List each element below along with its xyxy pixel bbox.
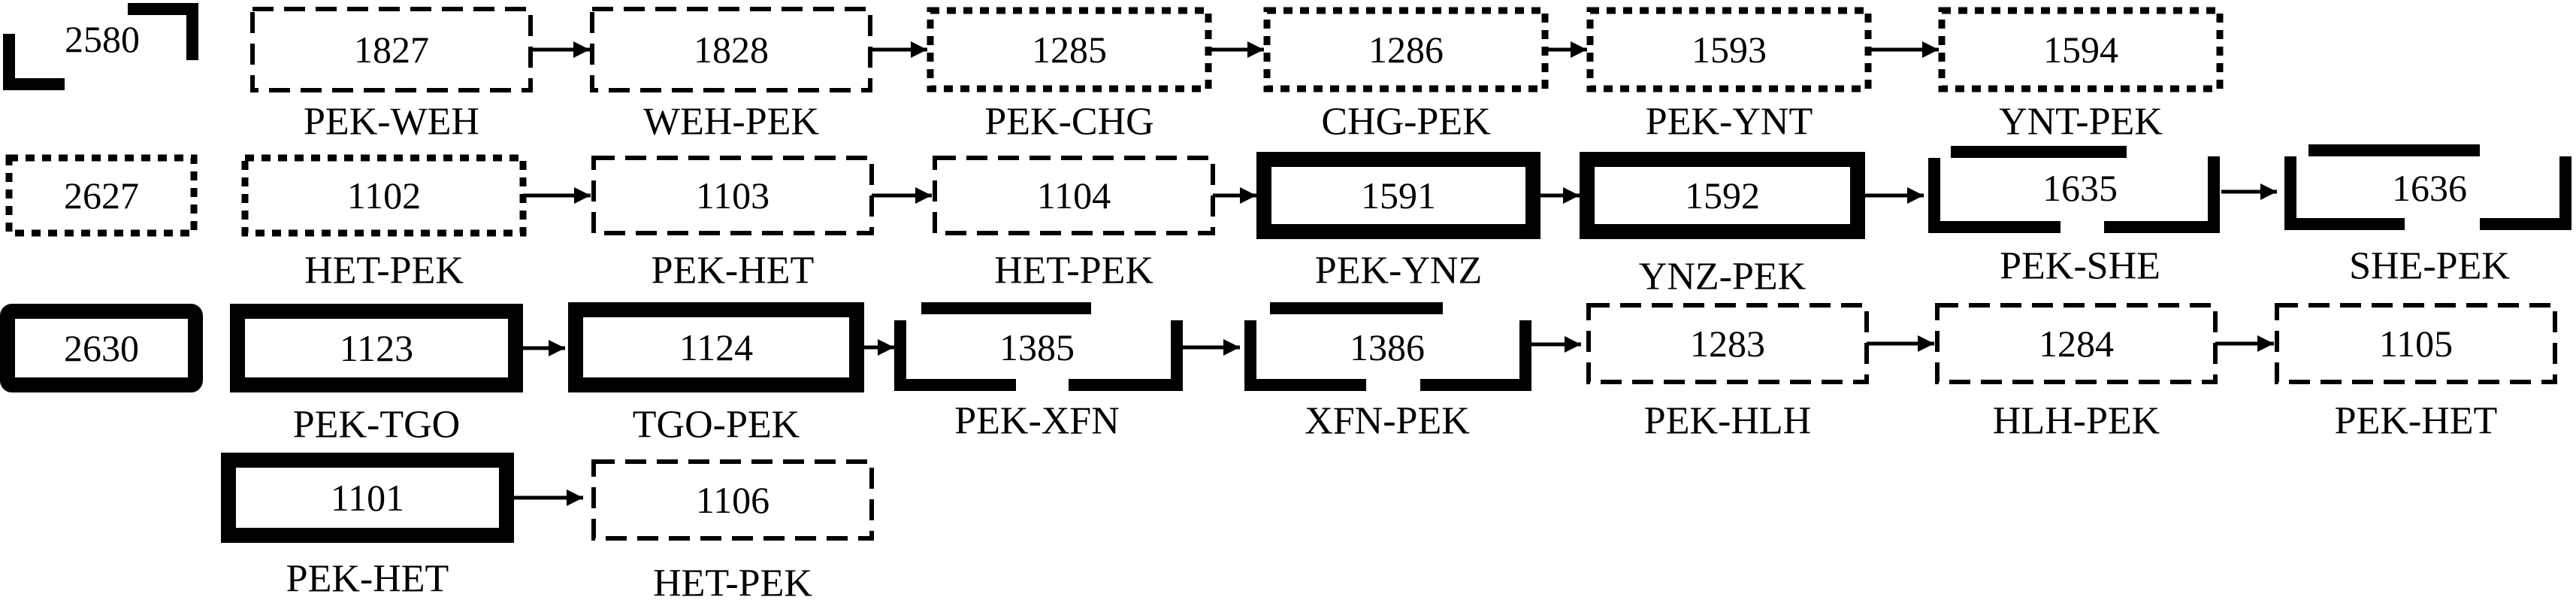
corner-bracket-bottom-right bbox=[1069, 320, 1183, 391]
corner-bracket-bottom-left bbox=[894, 320, 1016, 391]
flight-number: 1101 bbox=[331, 477, 404, 519]
flight-node: 1123 PEK-TGO bbox=[230, 304, 523, 447]
aircraft-row-2580: 2580 1827 PEK-WEH 1828 WEH-PEK 1285 PEK-… bbox=[3, 3, 2224, 144]
flight-route: PEK-YNT bbox=[1646, 101, 1813, 144]
corner-bracket-bottom-right bbox=[2104, 156, 2220, 233]
flight-box-dotted bbox=[1938, 7, 2224, 92]
flight-number: 1593 bbox=[1692, 29, 1767, 71]
flight-node: 1386 XFN-PEK bbox=[1244, 302, 1531, 443]
flight-route: PEK-WEH bbox=[304, 101, 479, 144]
flight-box-bold bbox=[230, 304, 523, 392]
flight-route: PEK-HLH bbox=[1644, 400, 1811, 443]
corner-bracket-bottom-left bbox=[1928, 158, 2060, 233]
aircraft-row-2627: 2627 1102 HET-PEK 1103 PEK-HET 1104 HET-… bbox=[5, 144, 2571, 298]
flight-node: 1103 PEK-HET bbox=[591, 156, 874, 292]
flight-route: HET-PEK bbox=[653, 562, 812, 603]
flight-route: HET-PEK bbox=[994, 250, 1153, 292]
corner-bracket-top-right bbox=[128, 3, 198, 60]
aircraft-node: 2630 bbox=[0, 304, 203, 392]
flight-route: PEK-XFN bbox=[954, 400, 1120, 443]
flight-number: 1123 bbox=[340, 327, 413, 369]
flight-node: 1102 HET-PEK bbox=[241, 154, 527, 292]
flight-number: 1594 bbox=[2043, 29, 2118, 71]
flight-route: YNT-PEK bbox=[1999, 101, 2163, 144]
flight-node: 1635 PEK-SHE bbox=[1928, 146, 2220, 288]
flight-route: PEK-HET bbox=[2335, 400, 2498, 443]
flight-number: 1828 bbox=[694, 29, 769, 71]
flight-box-bold bbox=[1256, 152, 1540, 239]
corner-bracket-bottom-right bbox=[1420, 320, 1531, 391]
flight-number: 1285 bbox=[1032, 29, 1107, 71]
flight-node: 1636 SHE-PEK bbox=[2284, 144, 2571, 288]
flight-route: CHG-PEK bbox=[1321, 101, 1491, 144]
aircraft-row-continuation: 1101 PEK-HET 1106 HET-PEK bbox=[221, 453, 874, 603]
aircraft-node: 2580 bbox=[3, 3, 198, 90]
aircraft-id: 2627 bbox=[64, 174, 139, 217]
aircraft-id: 2580 bbox=[65, 18, 140, 60]
flight-number: 1636 bbox=[2392, 167, 2467, 209]
flight-node: 1285 PEK-CHG bbox=[927, 7, 1212, 144]
flight-box-bold bbox=[568, 302, 864, 392]
flight-route: PEK-CHG bbox=[984, 101, 1153, 144]
flight-number: 1284 bbox=[2039, 323, 2114, 365]
flight-number: 1827 bbox=[354, 29, 429, 71]
corner-bracket-bottom-left bbox=[3, 34, 65, 90]
flight-box-bold bbox=[1580, 152, 1865, 239]
aircraft-box-dotted bbox=[5, 154, 198, 237]
flight-node: 1284 HLH-PEK bbox=[1935, 303, 2218, 443]
flight-node: 1104 HET-PEK bbox=[933, 156, 1215, 292]
flight-route: PEK-HET bbox=[286, 558, 449, 601]
aircraft-row-2630: 2630 1123 PEK-TGO 1124 TGO-PEK 1385 PEK-… bbox=[0, 302, 2557, 447]
flight-number: 1106 bbox=[696, 479, 769, 521]
flight-number: 1105 bbox=[2379, 323, 2453, 365]
flight-route: SHE-PEK bbox=[2349, 245, 2510, 288]
aircraft-node: 2627 bbox=[5, 154, 198, 237]
flight-route: HLH-PEK bbox=[1993, 400, 2160, 443]
flight-node: 1124 TGO-PEK bbox=[568, 302, 864, 447]
flight-route: TGO-PEK bbox=[633, 404, 800, 447]
flight-route: PEK-SHE bbox=[2000, 245, 2160, 288]
flight-number: 1103 bbox=[696, 174, 769, 217]
flight-number: 1286 bbox=[1368, 29, 1444, 71]
flight-route: XFN-PEK bbox=[1305, 400, 1470, 443]
flight-node: 1827 PEK-WEH bbox=[250, 7, 533, 144]
flight-route: PEK-YNZ bbox=[1315, 250, 1482, 292]
flight-number: 1385 bbox=[999, 326, 1075, 368]
flight-box-dashed bbox=[591, 459, 874, 541]
flight-number: 1386 bbox=[1350, 326, 1425, 368]
flight-route: PEK-HET bbox=[652, 250, 815, 292]
flight-route: WEH-PEK bbox=[643, 101, 819, 144]
flight-node: 1106 HET-PEK bbox=[591, 459, 874, 603]
flight-node: 1828 WEH-PEK bbox=[590, 7, 872, 144]
flight-number: 1102 bbox=[347, 174, 421, 217]
flight-node: 1591 PEK-YNZ bbox=[1256, 152, 1540, 292]
flight-node: 1594 YNT-PEK bbox=[1938, 7, 2224, 144]
flight-number: 1591 bbox=[1361, 174, 1436, 217]
aircraft-id: 2630 bbox=[64, 327, 139, 369]
flight-node: 1286 CHG-PEK bbox=[1263, 7, 1549, 144]
flight-number: 1104 bbox=[1037, 174, 1111, 217]
flight-node: 1593 PEK-YNT bbox=[1586, 7, 1872, 144]
flight-box-dashed bbox=[2275, 303, 2557, 384]
corner-bracket-bottom-left bbox=[1244, 320, 1366, 391]
flight-node: 1592 YNZ-PEK bbox=[1580, 152, 1865, 298]
corner-bracket-bottom-right bbox=[2480, 156, 2571, 230]
flight-route: HET-PEK bbox=[304, 250, 464, 292]
flight-node: 1105 PEK-HET bbox=[2275, 303, 2557, 443]
flight-node: 1101 PEK-HET bbox=[221, 453, 514, 601]
flight-number: 1124 bbox=[679, 326, 753, 368]
flight-route: PEK-TGO bbox=[293, 404, 460, 447]
flight-number: 1635 bbox=[2042, 167, 2118, 209]
flight-number: 1283 bbox=[1690, 323, 1765, 365]
flight-box-bold bbox=[221, 453, 514, 543]
corner-bracket-bottom-left bbox=[2284, 156, 2405, 230]
flight-node: 1283 PEK-HLH bbox=[1586, 303, 1869, 443]
flight-number: 1592 bbox=[1685, 174, 1760, 217]
flight-node: 1385 PEK-XFN bbox=[894, 302, 1183, 443]
flight-route: YNZ-PEK bbox=[1639, 256, 1807, 298]
aircraft-box-bold bbox=[0, 304, 203, 392]
